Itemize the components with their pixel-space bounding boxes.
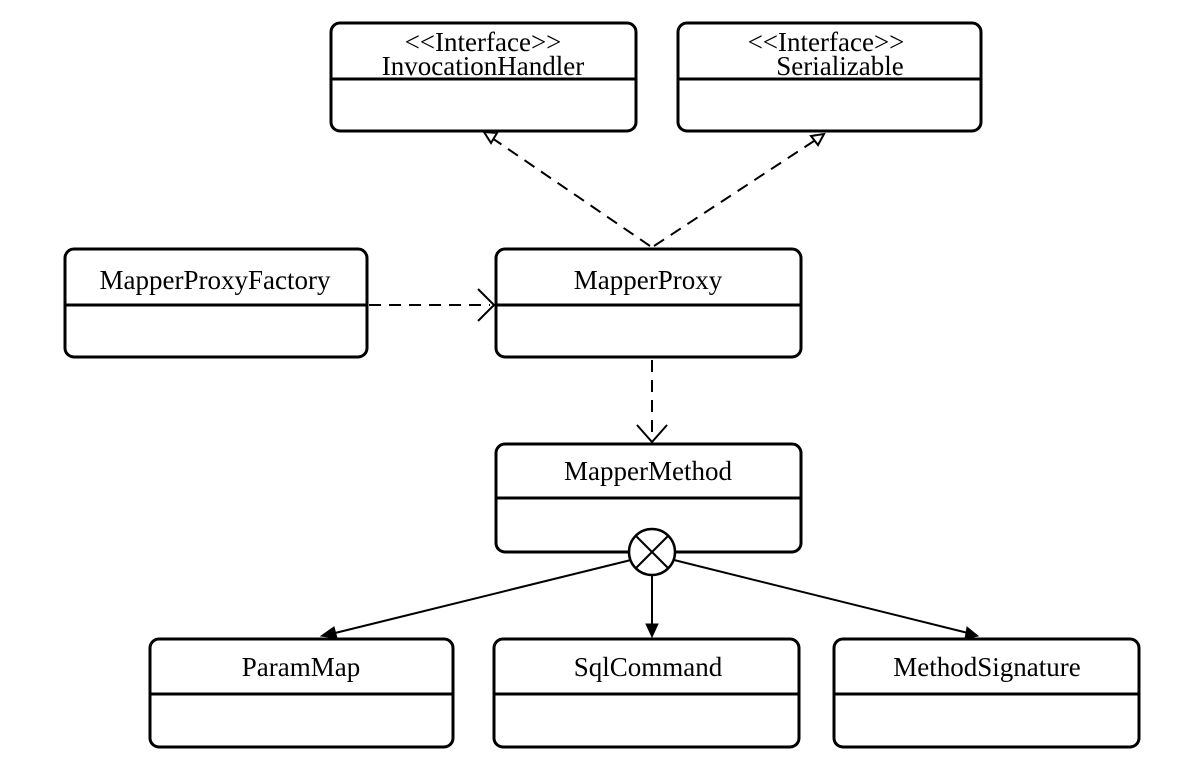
class-mapper-proxy: MapperProxy (494, 247, 803, 359)
class-param-map: ParamMap (148, 637, 455, 749)
nested-class-associations (319, 559, 980, 640)
dependency-arrow-factory-to-proxy (369, 288, 496, 322)
realization-arrow-invocation-handler (482, 130, 651, 247)
mapper-proxy-factory-name: MapperProxyFactory (100, 265, 331, 295)
invocation-handler-name: InvocationHandler (382, 51, 584, 81)
param-map-name: ParamMap (242, 652, 360, 682)
class-mapper-proxy-factory: MapperProxyFactory (63, 247, 369, 359)
class-invocation-handler: <<Interface>> InvocationHandler (329, 21, 638, 133)
sql-command-name: SqlCommand (574, 652, 723, 682)
mapper-method-name: MapperMethod (564, 456, 732, 486)
serializable-name: Serializable (776, 51, 903, 81)
class-sql-command: SqlCommand (492, 637, 801, 749)
class-serializable: <<Interface>> Serializable (676, 21, 983, 133)
serializable-stereotype: <<Interface>> (748, 27, 905, 57)
method-signature-name: MethodSignature (893, 652, 1080, 682)
class-method-signature: MethodSignature (832, 637, 1141, 749)
nesting-circle-plus-icon (627, 527, 677, 577)
dependency-arrow-proxy-to-method (636, 360, 668, 444)
realization-arrow-serializable (653, 132, 826, 247)
mapper-proxy-name: MapperProxy (574, 265, 723, 295)
invocation-handler-stereotype: <<Interface>> (405, 27, 562, 57)
class-mapper-method: MapperMethod (494, 442, 803, 554)
